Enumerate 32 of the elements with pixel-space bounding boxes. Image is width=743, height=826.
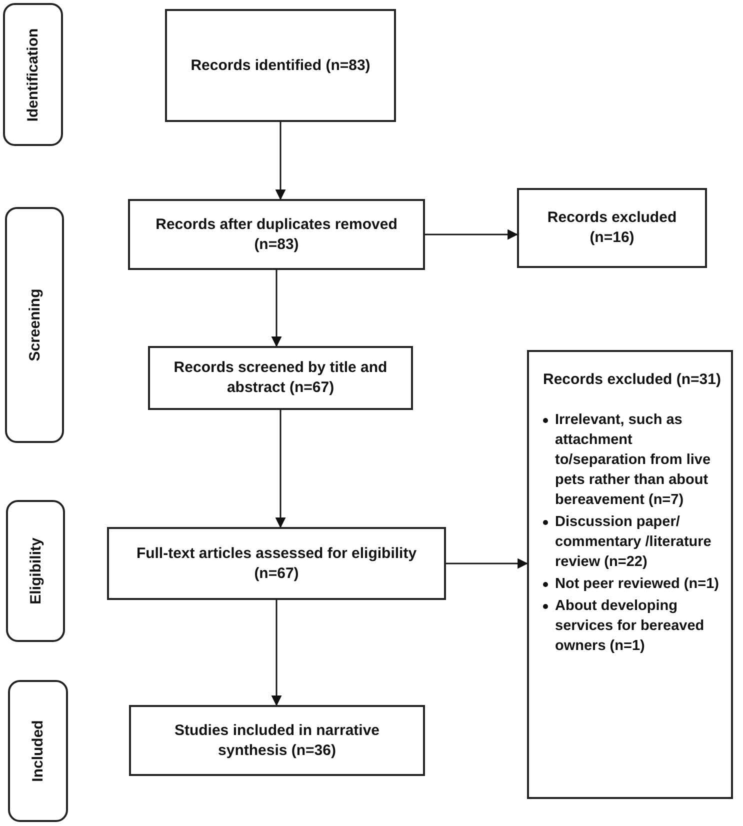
phase-label-box (5, 207, 64, 443)
exclusion-reason: Discussion paper/ commentary /literature review (n=22) (543, 512, 721, 572)
phase-label: Eligibility (27, 538, 44, 604)
phase-label-box (8, 680, 68, 822)
arrow (446, 558, 528, 569)
process-box (527, 350, 733, 799)
arrow (425, 229, 518, 240)
arrow (271, 270, 282, 348)
exclusion-reason: Not peer reviewed (n=1) (543, 574, 721, 594)
process-box (517, 188, 707, 268)
exclusion-reason: Irrelevant, such as attachment to/separation from live pets rather than about bereavement (n=7) (543, 410, 721, 510)
phase-label-box (6, 500, 65, 642)
process-box (128, 199, 425, 270)
process-box (165, 9, 396, 122)
phase-label-box (3, 3, 63, 146)
box-text: Records identified (n=83) (190, 56, 370, 76)
arrow (271, 600, 282, 706)
process-box (129, 705, 425, 776)
arrow (275, 122, 286, 200)
process-box (107, 527, 446, 600)
exclusion-reason: About developing services for bereaved owners (n=1) (543, 596, 721, 656)
phase-label: Identification (24, 28, 42, 122)
box-text: Studies included in narrative synthesis (n=36) (173, 720, 381, 760)
box-heading: Records excluded (n=31) (543, 370, 721, 390)
arrow (275, 410, 286, 528)
phase-label: Included (30, 720, 46, 782)
box-text: Full-text articles assessed for eligibility (n=67) (135, 544, 418, 584)
box-text: Records after duplicates removed (n=83) (154, 214, 398, 254)
process-box (148, 346, 413, 410)
box-text: Records excluded (n=16) (546, 208, 678, 248)
box-text: Records screened by title and abstract (n=67) (172, 358, 388, 398)
phase-label: Screening (26, 288, 43, 362)
